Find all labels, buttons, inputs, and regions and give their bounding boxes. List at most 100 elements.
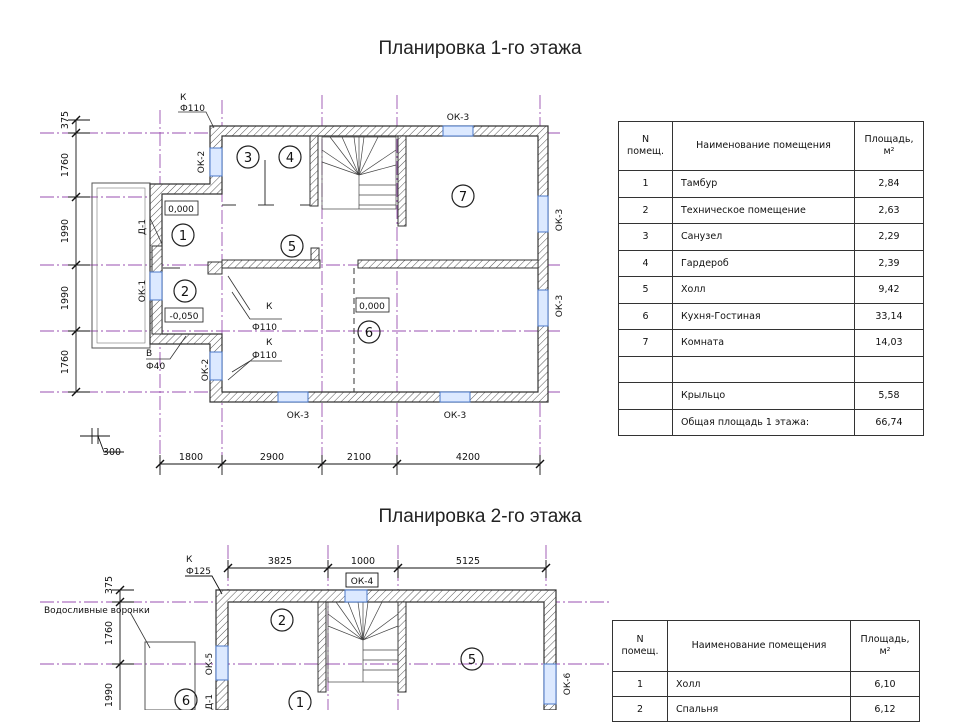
floor1-window-label: ОК-2 xyxy=(201,359,211,381)
floor1-dim-bottom-3: 2100 xyxy=(347,452,371,463)
table-cell-area: 14,03 xyxy=(854,329,924,357)
table-cell-number: 7 xyxy=(618,329,673,357)
floor1-room-number: 5 xyxy=(288,240,296,255)
floor2-door-label: Д-1 xyxy=(205,694,215,710)
floor2-window-label: ОК-6 xyxy=(563,673,573,696)
table-cell-name xyxy=(672,355,855,383)
table-header-name: Наименование помещения xyxy=(667,620,851,672)
floor1-room-number: 6 xyxy=(365,326,373,341)
table-cell-area: 2,84 xyxy=(854,170,924,198)
floor1-window-label: ОК-3 xyxy=(287,411,309,421)
table-cell-area xyxy=(854,355,924,383)
table-cell-number: 1 xyxy=(618,170,673,198)
floor2-note: Водосливные воронки xyxy=(44,606,150,616)
table-cell-name: Общая площадь 1 этажа: xyxy=(672,408,855,436)
floor1-window-label: ОК-3 xyxy=(555,209,565,231)
table-cell-area: 6,10 xyxy=(850,671,920,697)
table-cell-name: Тамбур xyxy=(672,170,855,198)
table-cell-name: Крыльцо xyxy=(672,382,855,410)
table-cell-area: 66,74 xyxy=(854,408,924,436)
floor1-pipe-diameter: Ф110 xyxy=(252,351,277,361)
floor2-room-number: 1 xyxy=(296,696,304,710)
floor1-pipe-type: К xyxy=(266,302,273,312)
table-cell-number xyxy=(618,382,673,410)
floor1-window-label: ОК-2 xyxy=(197,151,207,173)
floor1-dim-left-1: 375 xyxy=(60,111,71,129)
table-cell-area: 9,42 xyxy=(854,276,924,304)
floor1-pipe-type: К xyxy=(266,338,273,348)
floor1-door-label: Д-1 xyxy=(138,219,148,235)
floor1-dim-bottom-2: 2900 xyxy=(260,452,284,463)
table-cell-number xyxy=(618,355,673,383)
floor2-dim-left-1: 375 xyxy=(104,576,115,594)
floor2-room-number: 2 xyxy=(278,614,286,629)
floor2-dim-top-2: 1000 xyxy=(351,556,375,567)
table-header-number: N помещ. xyxy=(618,121,673,171)
table-cell-number: 2 xyxy=(612,696,668,722)
table-cell-area: 33,14 xyxy=(854,302,924,330)
table-header-name: Наименование помещения xyxy=(672,121,855,171)
floor2-dim-top-3: 5125 xyxy=(456,556,480,567)
floor2-window-label: ОК-5 xyxy=(205,653,215,675)
floor1-level-mark: -0,050 xyxy=(169,312,198,322)
table-cell-area: 2,63 xyxy=(854,196,924,224)
floor2-window-label: ОК-4 xyxy=(351,577,374,587)
floor1-dim-left-4: 1990 xyxy=(60,286,71,310)
floor1-level-mark: 0,000 xyxy=(168,205,194,215)
floor2-room-markers xyxy=(174,608,484,710)
table-cell-number xyxy=(618,408,673,436)
floor1-dimension-lines xyxy=(68,119,541,475)
table-cell-name: Санузел xyxy=(672,223,855,251)
table-cell-name: Спальня xyxy=(667,696,851,722)
floor1-rooms-table: N помещ. Наименование помещения Площадь,… xyxy=(618,121,924,436)
floor1-dim-bottom-4: 4200 xyxy=(456,452,480,463)
table-cell-number: 6 xyxy=(618,302,673,330)
floor2-pipe-diameter: Ф125 xyxy=(186,567,211,577)
floor2-exterior-walls xyxy=(215,589,557,710)
table-row xyxy=(618,355,924,383)
floor1-plan: 1800 2900 2100 4200 300 375 1760 1990 19… xyxy=(40,93,565,475)
table-header-number: N помещ. xyxy=(612,620,668,672)
table-cell-name: Кухня-Гостиная xyxy=(672,302,855,330)
floor1-window-label: ОК-3 xyxy=(555,295,565,317)
floor1-windows xyxy=(149,125,549,403)
floor1-window-label: ОК-3 xyxy=(444,411,466,421)
floor2-title: Планировка 2-го этажа xyxy=(378,506,582,527)
floor1-dim-left-3: 1990 xyxy=(60,219,71,243)
floor1-pipe-type: В xyxy=(146,349,152,359)
floor2-dim-top-1: 3825 xyxy=(268,556,292,567)
floor1-dim-left-5: 1760 xyxy=(60,350,71,374)
floor1-pipe-diameter: Ф110 xyxy=(252,323,277,333)
floor1-pipe-type: К xyxy=(180,93,187,103)
floor1-room-number: 2 xyxy=(181,285,189,300)
floor2-pipe-type: К xyxy=(186,555,193,565)
floor2-staircase xyxy=(327,601,399,683)
table-cell-area: 5,58 xyxy=(854,382,924,410)
floor2-rooms-table: N помещ. Наименование помещения Площадь,… xyxy=(612,620,920,722)
floor2-dim-left-3: 1990 xyxy=(104,683,115,707)
table-cell-name: Техническое помещение xyxy=(672,196,855,224)
floor1-room-markers xyxy=(171,145,475,344)
floor2-room-number: 6 xyxy=(182,694,190,709)
table-cell-area: 2,29 xyxy=(854,223,924,251)
floor1-window-label: ОК-3 xyxy=(447,113,469,123)
floor1-dim-bottom-1: 1800 xyxy=(179,452,203,463)
table-cell-number: 1 xyxy=(612,671,668,697)
floor1-pipe-diameter: Ф40 xyxy=(146,362,165,372)
floor2-windows xyxy=(215,589,557,705)
table-cell-area: 6,12 xyxy=(850,696,920,722)
floor1-dim-left-2: 1760 xyxy=(60,153,71,177)
floor1-staircase xyxy=(321,136,397,210)
table-cell-name: Гардероб xyxy=(672,249,855,277)
table-cell-number: 4 xyxy=(618,249,673,277)
table-cell-name: Комната xyxy=(672,329,855,357)
